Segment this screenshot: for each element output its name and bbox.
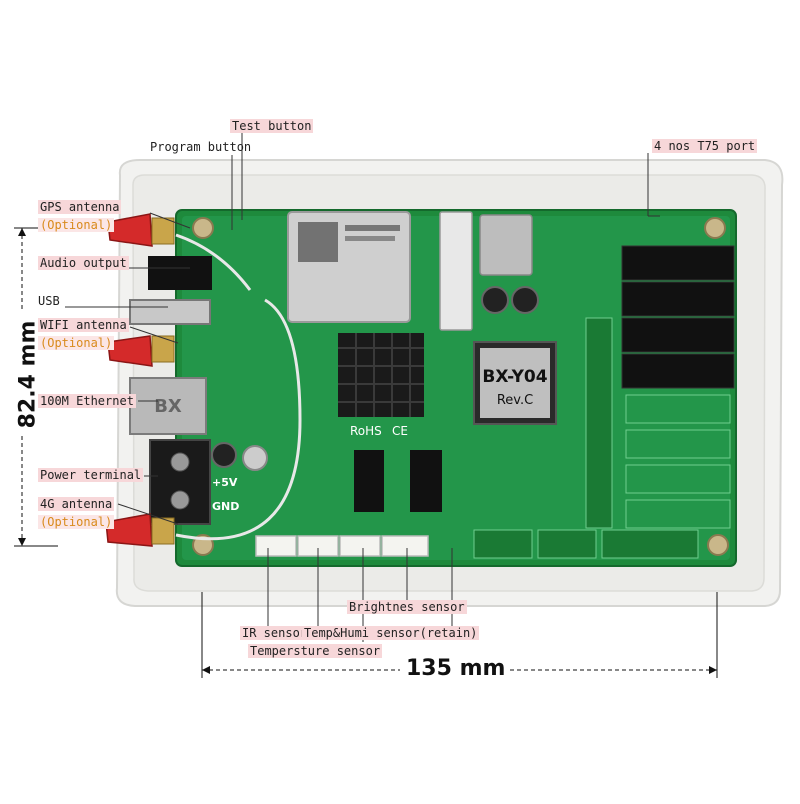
4g-antenna-connector <box>105 513 153 547</box>
power-terminal-label: Power terminal <box>38 468 144 482</box>
module-text <box>345 225 400 231</box>
temp-humi-sensor-label: Temp&Humi sensor(retain) <box>302 626 480 640</box>
wifi-antenna-connector <box>107 335 153 367</box>
terminal-screw <box>170 490 190 510</box>
gps-antenna-connector <box>107 213 153 247</box>
program-button-label: Program button <box>150 140 252 154</box>
capacitor <box>511 286 539 314</box>
qr-code <box>298 222 338 262</box>
t75-ports <box>621 245 735 389</box>
width-dimension-label: 135 mm <box>406 656 506 681</box>
ir-sensor-label: IR sensor <box>240 626 310 640</box>
audio-jack <box>148 256 212 290</box>
brightness-sensor-label: Brightnes sensor <box>347 600 467 614</box>
heatsink <box>338 333 424 417</box>
wifi-antenna-label: WIFI antenna <box>38 318 129 332</box>
memory-chip <box>354 450 384 512</box>
ce-mark: CE <box>392 424 408 438</box>
revision-text: Rev.C <box>497 393 533 408</box>
memory-chip <box>410 450 442 512</box>
mount-hole <box>704 217 726 239</box>
bottom-pads <box>473 529 699 559</box>
capacitor <box>481 286 509 314</box>
temperature-sensor-label: Tempersture sensor <box>248 644 383 658</box>
usb-port <box>129 299 211 325</box>
height-dimension-label: 82.4 mm <box>15 320 41 429</box>
module-text <box>345 236 395 241</box>
sensor-connectors <box>255 535 429 557</box>
hub-pads <box>625 394 731 529</box>
ethernet-label: 100M Ethernet <box>38 394 136 408</box>
usb-label: USB <box>38 294 60 308</box>
antennas <box>105 213 153 547</box>
chip-label <box>480 348 550 418</box>
antenna-cable <box>175 298 302 541</box>
mount-hole <box>707 534 729 556</box>
power-terminal-block <box>149 439 211 525</box>
4g-optional-label: (Optional) <box>38 515 115 529</box>
gnd-mark: GND <box>212 500 239 513</box>
heatsink-fins <box>338 333 424 417</box>
v5-mark: +5V <box>212 476 238 489</box>
gps-optional-label: (Optional) <box>38 218 115 232</box>
antenna-nuts <box>151 217 175 545</box>
mount-hole <box>192 217 214 239</box>
antenna-cable <box>175 233 252 291</box>
pad-strip <box>585 317 613 529</box>
dimension-arrows <box>18 228 717 674</box>
wifi-optional-label: (Optional) <box>38 336 115 350</box>
t75-port-label: 4 nos T75 port <box>652 139 758 153</box>
gps-antenna-label: GPS antenna <box>38 200 122 214</box>
brand-logo: BX <box>154 396 182 417</box>
4g-antenna-label: 4G antenna <box>38 497 115 511</box>
terminal-screw <box>170 452 190 472</box>
capacitor <box>242 445 268 471</box>
capacitor <box>211 442 237 468</box>
rohs-mark: RoHS <box>350 424 382 438</box>
test-button-label: Test button <box>230 119 314 133</box>
audio-output-label: Audio output <box>38 256 129 270</box>
tf-card-slot <box>479 214 533 276</box>
model-text: BX-Y04 <box>482 367 547 387</box>
sim-slot <box>439 211 473 331</box>
